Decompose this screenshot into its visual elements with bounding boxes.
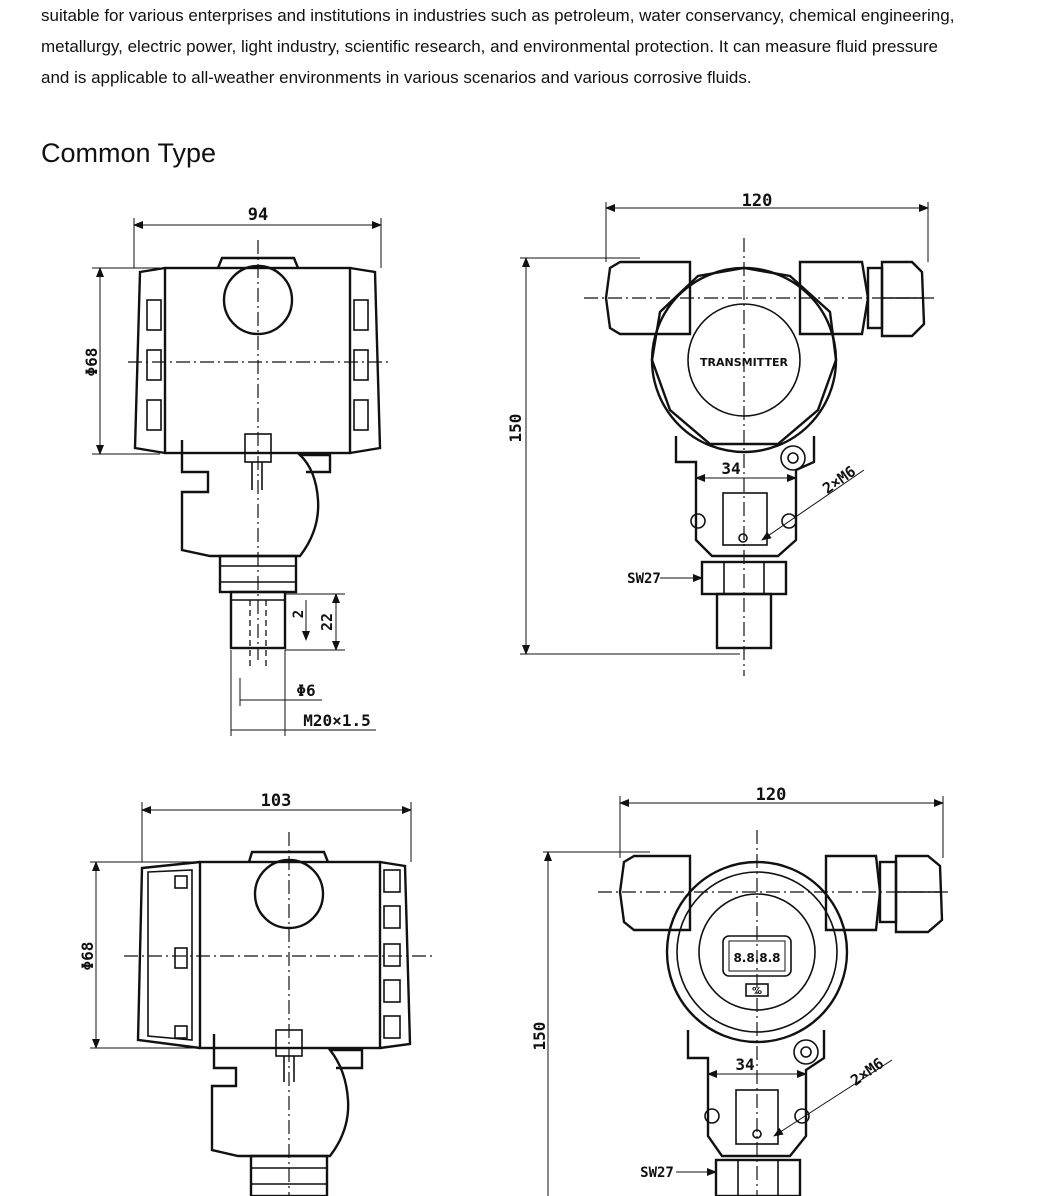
side-view-drawing-2: 103 Φ68 xyxy=(78,791,436,1196)
dim-phi6: Φ6 xyxy=(296,681,315,700)
dim-spacing-34-b: 34 xyxy=(735,1055,754,1074)
dim-holes: 2×M6 xyxy=(819,462,859,497)
dim-thread: M20×1.5 xyxy=(303,711,370,730)
intro-line-2: metallurgy, electric power, light indust… xyxy=(41,37,939,56)
dim-width-103: 103 xyxy=(261,791,292,811)
label-sw27: SW27 xyxy=(627,571,661,587)
dim-width-120: 120 xyxy=(742,191,773,211)
dim-width-94: 94 xyxy=(248,205,268,225)
intro-line-1: suitable for various enterprises and ins… xyxy=(41,6,955,25)
section-title: Common Type xyxy=(41,138,217,168)
dim-holes-b: 2×M6 xyxy=(847,1054,887,1089)
front-view-drawing-2: 120 150 8.8.8.8 % 34 2×M6 xyxy=(530,785,948,1196)
front-view-drawing-1: 120 150 TRANSMITTER 34 2×M6 xyxy=(506,191,934,676)
side-view-drawing-1: 94 Φ68 xyxy=(82,205,388,736)
dim-height-150-b: 150 xyxy=(530,1022,549,1051)
intro-line-3: and is applicable to all-weather environ… xyxy=(41,68,752,87)
dim-spacing-34: 34 xyxy=(721,459,740,478)
dim-diameter-68-b: Φ68 xyxy=(78,942,97,971)
lcd-unit-text: % xyxy=(752,986,762,997)
dim-diameter-68: Φ68 xyxy=(82,348,101,377)
dim-height-150: 150 xyxy=(506,414,525,443)
intro-paragraph: suitable for various enterprises and ins… xyxy=(41,0,1031,93)
dim-width-120-b: 120 xyxy=(756,785,787,805)
dim-2: 2 xyxy=(291,610,307,618)
label-sw27-b: SW27 xyxy=(640,1165,674,1181)
dim-22: 22 xyxy=(318,613,336,631)
